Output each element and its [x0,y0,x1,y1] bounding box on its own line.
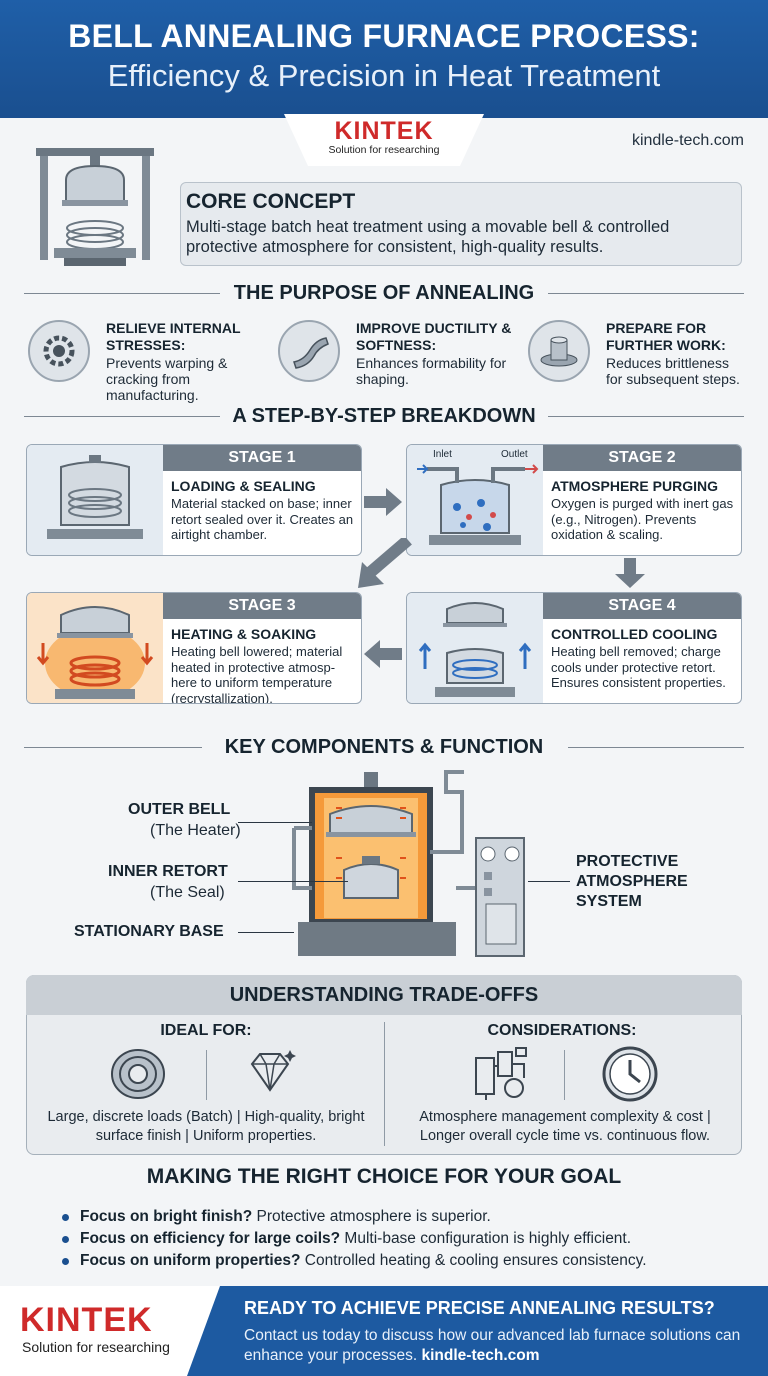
purpose-title: THE PURPOSE OF ANNEALING [233,282,535,304]
divider [548,416,744,417]
page-subtitle: Efficiency & Precision in Heat Treatment [107,58,661,93]
choice-list: Focus on bright finish? Protective atmos… [62,1206,742,1272]
page-title: BELL ANNEALING FURNACE PROCESS: [68,18,700,54]
stage-label: STAGE 4 [543,593,741,619]
bell-furnace-illustration [36,148,154,266]
stationary-base-label: STATIONARY BASE [74,923,224,940]
purpose-head: IMPROVE DUCTILITY & SOFTNESS: [356,320,512,353]
cooling-retort-icon [407,593,543,703]
stage-3-card: STAGE 3 HEATING & SOAKING Heating bell l… [26,592,362,704]
considerations-title: CONSIDERATIONS: [487,1022,637,1039]
brand-logo[interactable]: KINTEK Solution for researching [284,114,484,166]
pointer-line [528,881,570,882]
flange-part-icon [528,320,590,382]
stage-4-card: STAGE 4 CONTROLLED COOLING Heating bell … [406,592,742,704]
gear-stress-icon [28,320,90,382]
arrow-down-icon [615,558,645,588]
outlet-label: Outlet [501,449,528,460]
divider [24,293,220,294]
purpose-head: RELIEVE INTERNAL STRESSES: [106,320,241,353]
brand-name: KINTEK [334,117,434,145]
inlet-label: Inlet [433,449,452,460]
core-concept-title: CORE CONCEPT [186,190,356,213]
diamond-icon [250,1050,296,1092]
inner-retort-sub: (The Seal) [150,884,225,901]
divider [548,293,744,294]
pointer-line [238,822,312,823]
pointer-line [238,932,294,933]
core-concept-card [180,182,742,266]
stage-title: HEATING & SOAKING [171,626,317,642]
divider [384,1022,385,1146]
stage-title: ATMOSPHERE PURGING [551,478,718,494]
stage-body: Heating bell lowered; material heated in… [171,644,343,704]
ideal-title: IDEAL FOR: [160,1022,252,1039]
footer-logo[interactable]: KINTEK Solution for researching [0,1286,220,1376]
tradeoffs-title: UNDERSTANDING TRADE-OFFS [229,984,539,1006]
stage-title: CONTROLLED COOLING [551,626,718,642]
gas-purging-icon [407,445,543,555]
stage-title: LOADING & SEALING [171,478,316,494]
arrow-left-icon [364,640,402,668]
purpose-head: PREPARE FOR FURTHER WORK: [606,320,726,353]
stage-body: Oxygen is purged with inert gas (e.g., N… [551,496,734,542]
clock-icon [602,1046,658,1102]
list-item: Focus on uniform properties? Controlled … [62,1250,742,1272]
bent-bar-icon [278,320,340,382]
brand-name: KINTEK [20,1301,153,1339]
stage-label: STAGE 2 [543,445,741,471]
atmosphere-label: PROTECTIVE ATMOSPHERE SYSTEM [576,853,688,910]
divider [24,416,220,417]
ideal-text: Large, discrete loads (Batch) | High-qua… [47,1109,365,1144]
retort-loading-icon [27,445,163,555]
outer-bell-label: OUTER BELL [128,801,231,818]
header-banner: BELL ANNEALING FURNACE PROCESS: Efficien… [0,0,768,118]
brand-tagline: Solution for researching [22,1339,170,1355]
stage-label: STAGE 3 [163,593,361,619]
stages-title: A STEP-BY-STEP BREAKDOWN [232,405,536,427]
heating-bell-icon [27,593,163,703]
cta-title: READY TO ACHIEVE PRECISE ANNEALING RESUL… [244,1298,715,1318]
furnace-diagram [292,770,525,957]
stage-1-card: STAGE 1 LOADING & SEALING Material stack… [26,444,362,556]
coil-icon [111,1049,165,1099]
considerations-text: Atmosphere management complexity & cost … [419,1109,711,1144]
tradeoffs-header: UNDERSTANDING TRADE-OFFS [26,975,742,1015]
choice-title: MAKING THE RIGHT CHOICE FOR YOUR GOAL [146,1165,622,1188]
purpose-body: Reduces brittleness for subsequent steps… [606,355,740,387]
brand-tagline: Solution for researching [328,144,440,156]
pointer-line [238,881,348,882]
components-title: KEY COMPONENTS & FUNCTION [224,736,544,758]
arrow-diagonal-icon [358,538,412,588]
list-item: Focus on efficiency for large coils? Mul… [62,1228,742,1250]
purpose-body: Prevents warping & cracking from manufac… [106,355,228,403]
stage-label: STAGE 1 [163,445,361,471]
list-item: Focus on bright finish? Protective atmos… [62,1206,742,1228]
site-link[interactable]: kindle-tech.com [631,132,744,149]
core-concept-text: Multi-stage batch heat treatment using a… [186,218,670,256]
divider [206,1050,207,1100]
divider [564,1050,565,1100]
purpose-body: Enhances formability for shaping. [356,355,507,387]
inner-retort-label: INNER RETORT [108,863,228,880]
cta-text: Contact us today to discuss how our adva… [244,1327,741,1364]
outer-bell-sub: (The Heater) [150,822,241,839]
divider [568,747,744,748]
machinery-icon [475,1047,527,1100]
stage-body: Heating bell removed; charge cools under… [551,644,726,690]
stage-2-card: Inlet Outlet STAGE 2 ATMOSPHERE PURGING … [406,444,742,556]
stage-body: Material stacked on base; inner retort s… [171,496,354,542]
arrow-right-icon [364,488,402,516]
divider [24,747,202,748]
cta-link[interactable]: kindle-tech.com [421,1347,540,1364]
